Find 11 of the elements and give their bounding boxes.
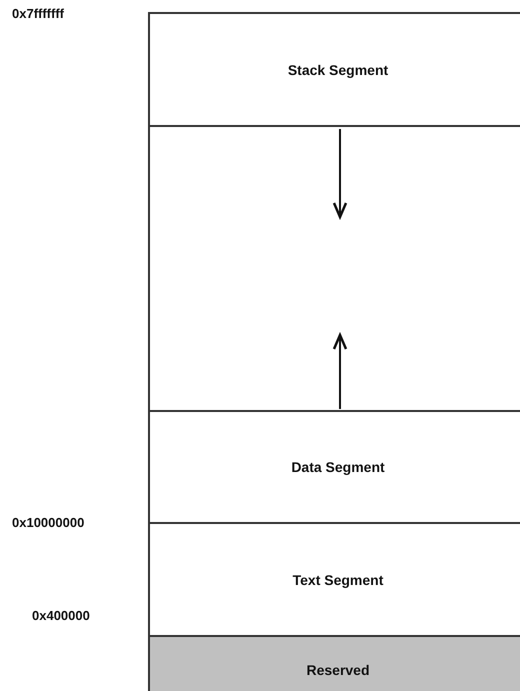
stack-segment-box (148, 12, 520, 127)
arrow (332, 332, 348, 409)
reserved-segment-box (148, 635, 520, 691)
segment-label: Reserved (306, 662, 370, 678)
arrow (332, 129, 348, 220)
address-label: 0x7fffffff (12, 6, 64, 21)
segment-label: Stack Segment (288, 62, 388, 78)
address-label: 0x400000 (32, 608, 90, 623)
address-label: 0x10000000 (12, 515, 84, 530)
segment-label: Text Segment (292, 572, 384, 588)
segment-label: Data Segment (291, 459, 385, 475)
